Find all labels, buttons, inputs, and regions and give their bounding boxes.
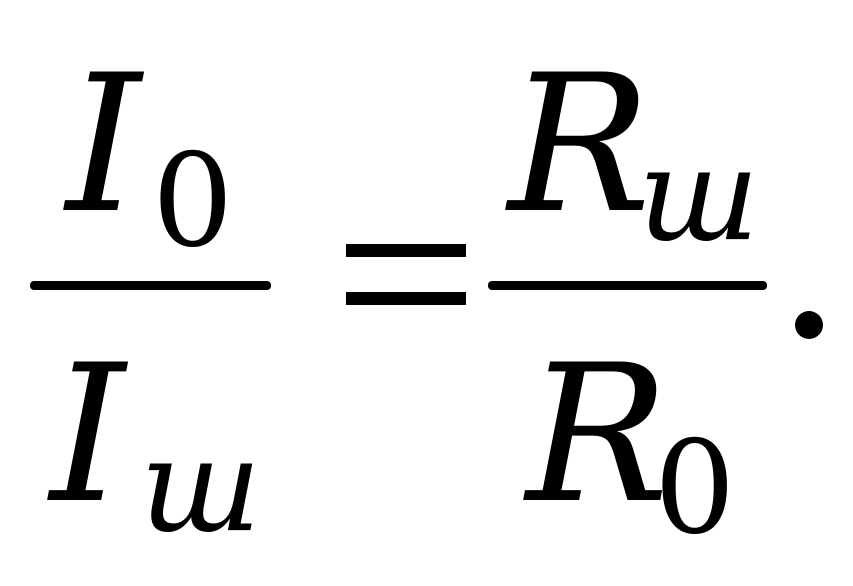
right-numerator-subscript: ш xyxy=(638,121,760,270)
right-denominator-symbol: R xyxy=(526,324,670,545)
left-fraction-bar xyxy=(30,281,271,290)
left-numerator-subscript: 0 xyxy=(152,127,234,276)
left-denominator-symbol: I xyxy=(50,324,126,545)
left-denominator-subscript: ш xyxy=(140,412,262,561)
right-numerator-symbol: R xyxy=(508,34,652,255)
left-numerator-symbol: I xyxy=(66,34,142,255)
right-fraction-bar xyxy=(488,281,767,290)
right-denominator-subscript: 0 xyxy=(654,414,736,563)
